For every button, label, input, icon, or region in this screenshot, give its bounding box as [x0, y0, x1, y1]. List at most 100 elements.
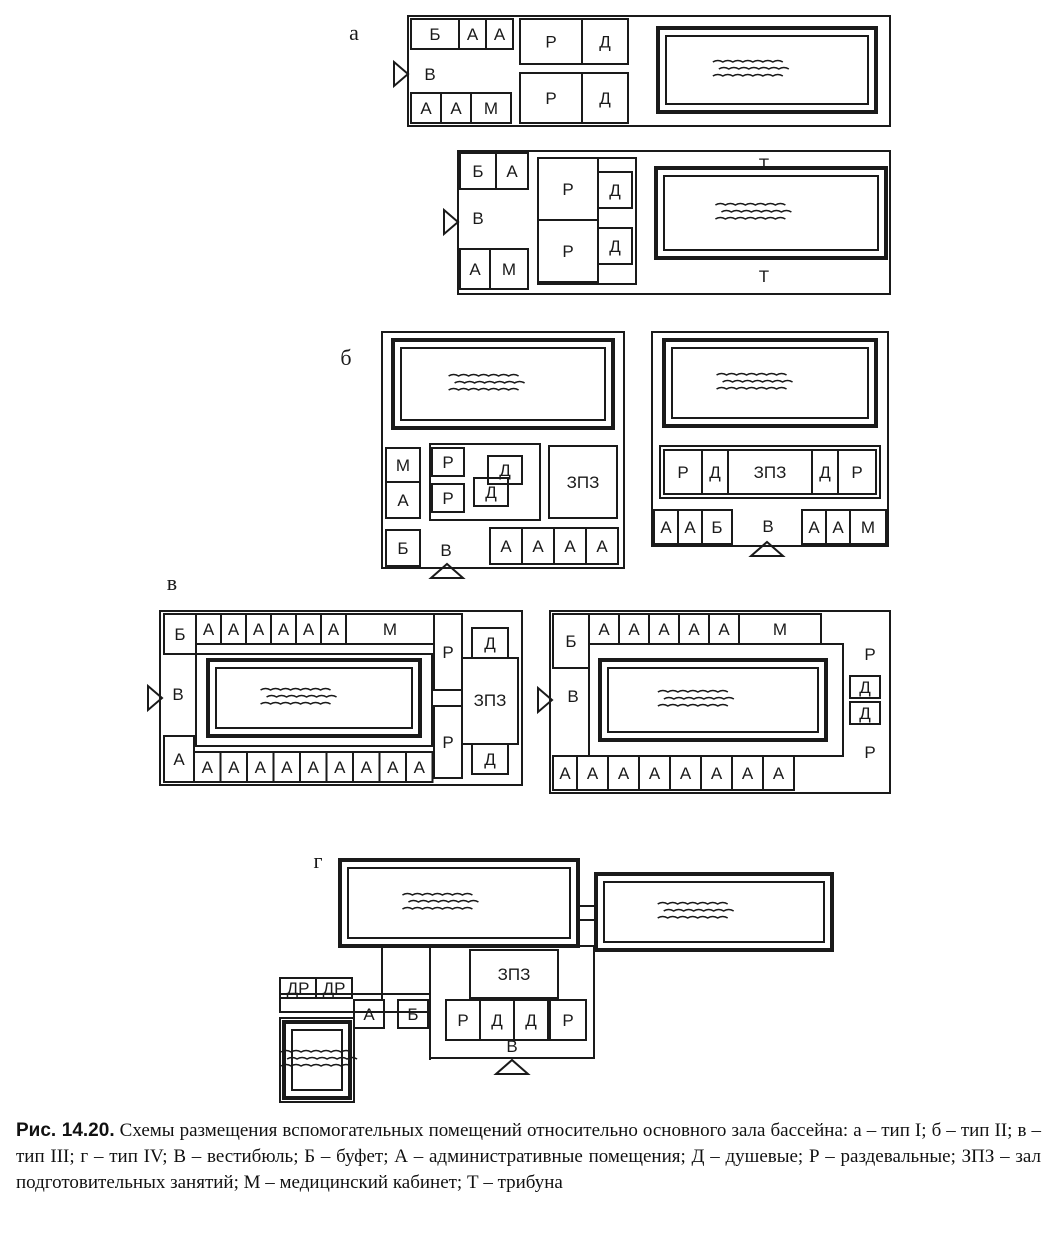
a2-vestibule-label: В — [472, 209, 483, 228]
v1-admin-bottom-8-label: А — [414, 758, 426, 777]
a2-medical-label: М — [502, 260, 516, 279]
v1-admin-top-4-label: А — [303, 620, 315, 639]
v1-buffet-label: Б — [174, 625, 185, 644]
v2-admin-bottom-2-label: А — [649, 764, 661, 783]
a1-medical-label: М — [484, 99, 498, 118]
a2-shower-top-box — [597, 171, 633, 209]
g-shower-right-box — [513, 999, 549, 1041]
water-wave — [657, 901, 729, 905]
v2-admin-top-1-label: А — [628, 620, 640, 639]
v1-admin-bottom-2-label: А — [255, 758, 267, 777]
v1-changing-top-box — [433, 613, 463, 691]
g-dr-right-box — [315, 977, 353, 999]
b1-pool-outer — [391, 338, 615, 430]
v1-admin-bottom-3-label: А — [281, 758, 293, 777]
b1-changing-bottom-box — [431, 483, 465, 513]
v1-admin-bottom-4-label: А — [308, 758, 320, 777]
v1-shower-top-box — [471, 627, 509, 659]
a1-pool-inner — [665, 35, 869, 105]
b1-admin-box — [385, 481, 421, 519]
v2-medical-label: М — [773, 620, 787, 639]
v1-prep-hall-label: ЗПЗ — [474, 691, 507, 710]
building-b1 — [381, 331, 625, 569]
a1-shower-bottom-box — [581, 72, 629, 124]
v1-admin-top-2-label: А — [253, 620, 265, 639]
b2-admin-label: А — [808, 518, 820, 537]
v1-corridor — [195, 653, 433, 747]
g-pool-main-outer — [338, 858, 580, 948]
water-wave — [266, 694, 337, 698]
g-buffet-label: Б — [407, 1005, 418, 1024]
b1-shower-bottom-box — [473, 477, 509, 507]
water-wave — [663, 696, 735, 700]
v2-admin-bottom-4-label: А — [711, 764, 723, 783]
b1-prep-hall-box — [548, 445, 618, 519]
v1-changing-bottom-label: Р — [442, 733, 453, 752]
a1-pool-outer — [656, 26, 878, 114]
v2-changing-bottom-label: Р — [864, 743, 875, 762]
panel-label-b: б — [340, 345, 351, 370]
a2-shower-top-label: Д — [609, 181, 621, 200]
b1-buffet-label: Б — [397, 539, 408, 558]
v2-entrance-arrow — [537, 685, 554, 715]
a1-admin-label: А — [494, 25, 506, 44]
panel-label-a: а — [349, 20, 359, 45]
building-a1 — [407, 15, 891, 127]
v1-pool-outer — [206, 658, 422, 738]
v1-admin-top-3-label: А — [278, 620, 290, 639]
v2-buffet-label: Б — [565, 632, 576, 651]
b1-shower-top-box — [487, 455, 523, 485]
a2-entrance-arrow — [443, 207, 460, 237]
g-changing-left-label: Р — [457, 1011, 468, 1030]
v2-pool-outer — [598, 658, 828, 742]
a2-buffet-label: Б — [472, 162, 483, 181]
g-pool-kids-inner — [291, 1029, 343, 1091]
v2-shower-top-box — [849, 675, 881, 699]
a2-shower-bottom-box — [597, 227, 633, 265]
b2-pool-outer — [662, 338, 878, 428]
b1-buffet-box — [385, 529, 421, 567]
b2-pool-inner — [671, 347, 869, 419]
v1-admin-bottom-5-label: А — [334, 758, 346, 777]
v2-pool-inner — [607, 667, 819, 733]
b1-changing-top-label: Р — [442, 453, 453, 472]
v1-entrance-arrow — [147, 683, 164, 713]
g-prep-hall-box — [469, 949, 559, 999]
b2-admin-label: А — [660, 518, 672, 537]
g-pool-kids-outer — [282, 1020, 352, 1100]
b2-prep-hall-label: ЗПЗ — [754, 463, 787, 482]
b1-admin-label: А — [564, 537, 576, 556]
v1-admin-top-0-label: А — [203, 620, 215, 639]
water-wave — [454, 380, 526, 384]
v2-shower-bottom-label: Д — [859, 704, 871, 723]
water-wave — [280, 1049, 352, 1053]
a2-tribune-top: Т — [759, 155, 769, 174]
v1-medical-label: М — [383, 620, 397, 639]
a2-admin-label: А — [469, 260, 481, 279]
b2-admin-label: А — [684, 518, 696, 537]
g-shower-left-label: Д — [491, 1011, 503, 1030]
v2-changing-top-label: Р — [864, 645, 875, 664]
b2-changing-right-label: Р — [851, 463, 862, 482]
g-admin-box — [353, 999, 385, 1029]
water-wave — [448, 373, 520, 377]
a1-buffet-label: Б — [429, 25, 440, 44]
a1-changing-bottom-label: Р — [545, 89, 556, 108]
a2-admin-label: А — [506, 162, 518, 181]
g-changing-right-box — [549, 999, 587, 1041]
b2-entrance-arrow — [748, 540, 786, 557]
a2-changing-top-label: Р — [562, 180, 573, 199]
b2-medical-box — [849, 509, 887, 545]
water-wave — [712, 59, 784, 63]
v2-vestibule-label: В — [567, 687, 578, 706]
b1-admin-box — [585, 527, 619, 565]
panel-label-g: г — [313, 848, 322, 873]
g-shower-right-label: Д — [525, 1011, 537, 1030]
g-buffet-box — [397, 999, 429, 1029]
b2-changing-left-label: Р — [677, 463, 688, 482]
b1-admin-label: А — [397, 491, 409, 510]
v2-shower-bottom-box — [849, 701, 881, 725]
water-wave — [657, 689, 729, 693]
water-wave — [714, 202, 786, 206]
v1-vestibule-label: В — [172, 685, 183, 704]
